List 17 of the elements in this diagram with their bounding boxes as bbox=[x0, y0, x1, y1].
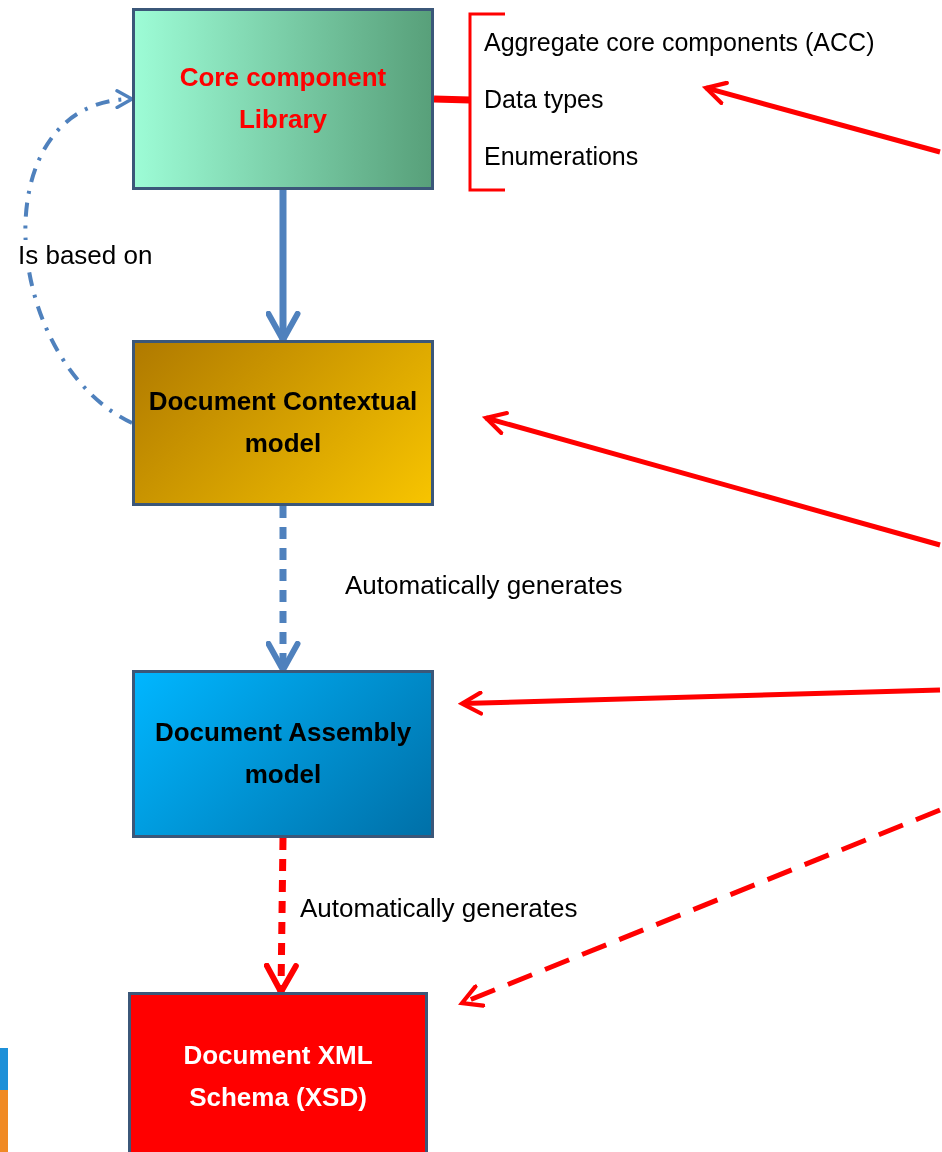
library-box bbox=[132, 8, 434, 190]
box-title: Document XML Schema (XSD) bbox=[182, 1039, 374, 1114]
arrow bbox=[483, 410, 941, 548]
arrow bbox=[703, 80, 941, 155]
box-title: Document Assembly model bbox=[153, 716, 413, 791]
arrow bbox=[23, 91, 134, 425]
arrow bbox=[459, 807, 941, 1008]
model-box bbox=[132, 340, 434, 506]
connector-line bbox=[433, 95, 471, 104]
arrow bbox=[459, 687, 941, 716]
list-item: Enumerations bbox=[484, 141, 639, 172]
list-item: Data types bbox=[484, 84, 604, 115]
box-title: Core component Library bbox=[178, 61, 388, 136]
schema-box bbox=[128, 992, 428, 1152]
box-title: Document Contextual model bbox=[147, 385, 419, 460]
model-box bbox=[132, 670, 434, 838]
list-item: Aggregate core components (ACC) bbox=[484, 27, 875, 58]
